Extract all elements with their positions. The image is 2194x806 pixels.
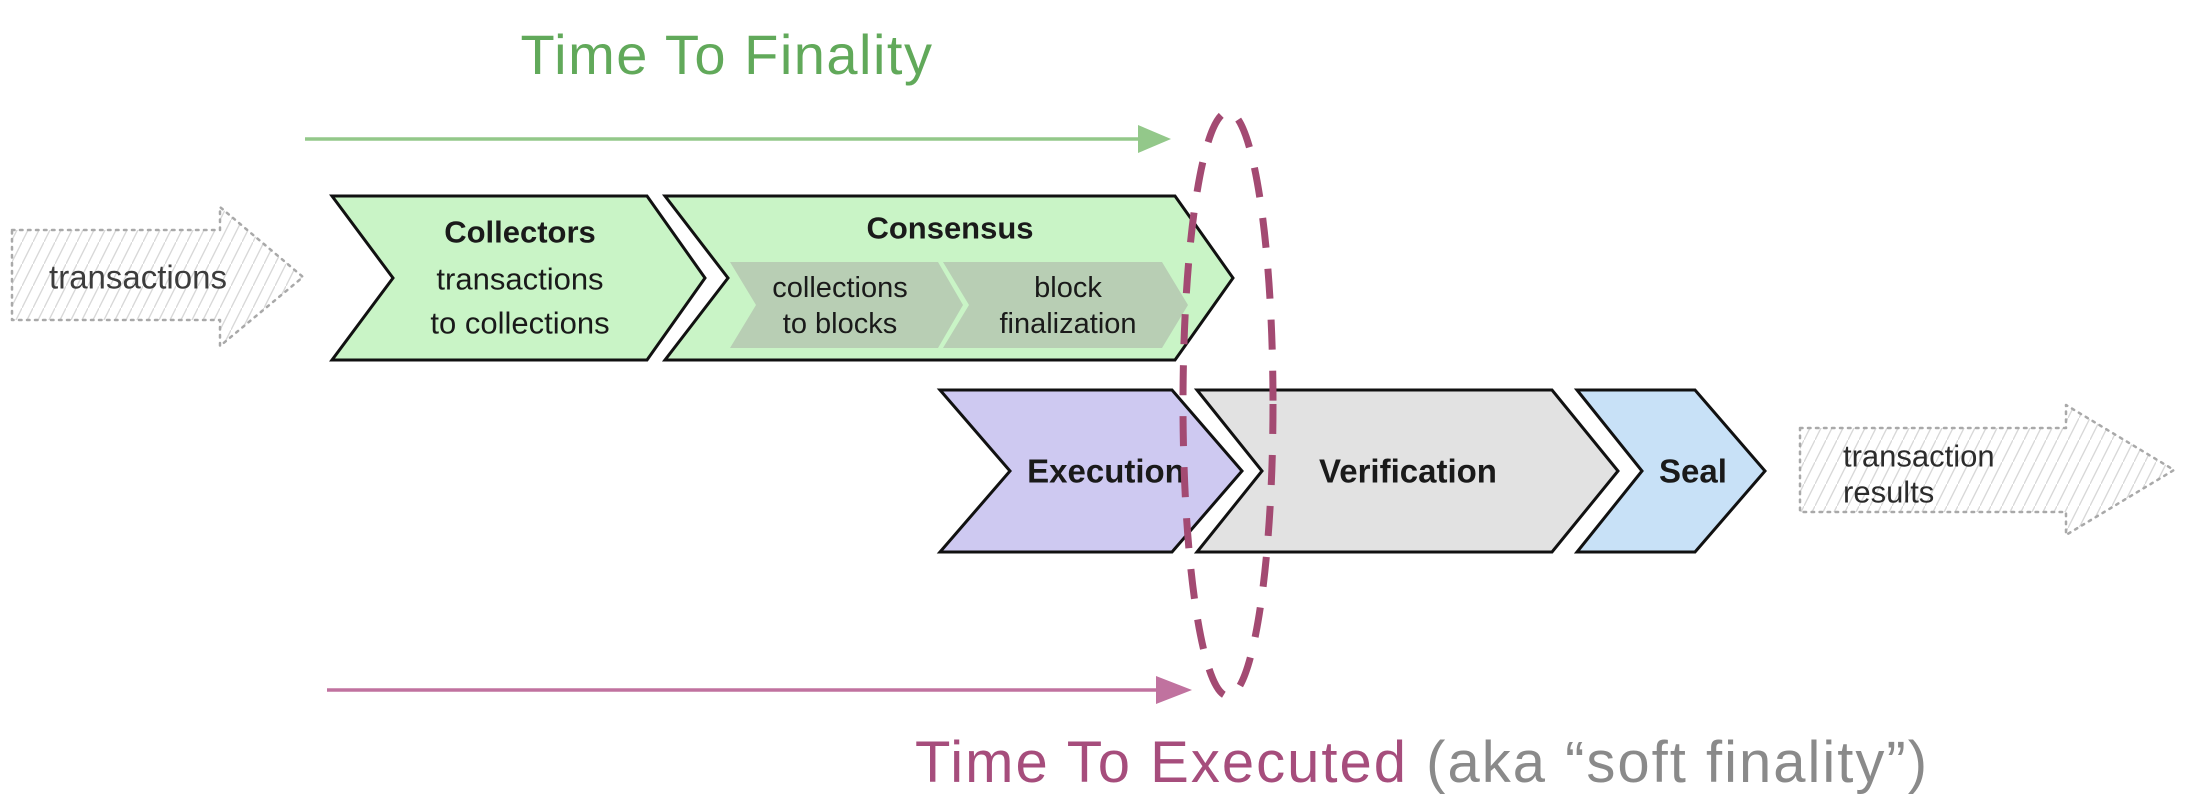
time-to-finality-title: Time To Finality: [521, 23, 934, 86]
consensus-step-block-finalization: block finalization: [943, 262, 1188, 348]
soft-finality-boundary-ellipse: [1179, 108, 1277, 700]
transaction-results-output-arrow: transaction results: [1798, 403, 2176, 537]
consensus-step-collections-to-blocks: collections to blocks: [730, 262, 963, 348]
verification-title: Verification: [1319, 453, 1497, 490]
transactions-input-label: transactions: [49, 259, 227, 296]
consensus-step1-line2: to blocks: [783, 308, 897, 340]
sketch-arrow-shape-icon: [10, 205, 305, 348]
time-to-executed-arrow: [327, 676, 1192, 704]
time-to-executed-main: Time To Executed: [915, 730, 1408, 795]
seal-chevron: Seal: [1573, 388, 1767, 554]
consensus-step2-line1: block: [1034, 272, 1102, 304]
consensus-step1-line1: collections: [772, 272, 907, 304]
time-to-executed-title: Time To Executed (aka “soft finality”): [915, 730, 1929, 795]
collectors-chevron: Collectors transactions to collections: [329, 194, 707, 362]
transaction-results-label-line1: transaction: [1843, 439, 1995, 474]
consensus-chevron: Consensus collections to blocks block fi…: [661, 194, 1235, 362]
seal-title: Seal: [1659, 453, 1727, 490]
execution-chevron: Execution: [936, 388, 1244, 554]
sketch-arrow-shape-icon: [1798, 403, 2176, 537]
collectors-subtitle-line1: transactions: [436, 262, 603, 297]
time-to-executed-subtitle: (aka “soft finality”): [1426, 730, 1929, 795]
collectors-title: Collectors: [444, 215, 596, 250]
execution-title: Execution: [1027, 453, 1185, 490]
finality-arrowhead-icon: [1138, 125, 1171, 153]
collectors-subtitle-line2: to collections: [430, 306, 609, 341]
transaction-results-label-line2: results: [1843, 475, 1934, 510]
consensus-step2-line2: finalization: [999, 308, 1136, 340]
consensus-title: Consensus: [866, 211, 1033, 246]
time-to-finality-arrow: [305, 125, 1171, 153]
executed-arrowhead-icon: [1156, 676, 1192, 704]
transactions-input-arrow: transactions: [10, 205, 305, 348]
verification-chevron: Verification: [1193, 388, 1620, 554]
